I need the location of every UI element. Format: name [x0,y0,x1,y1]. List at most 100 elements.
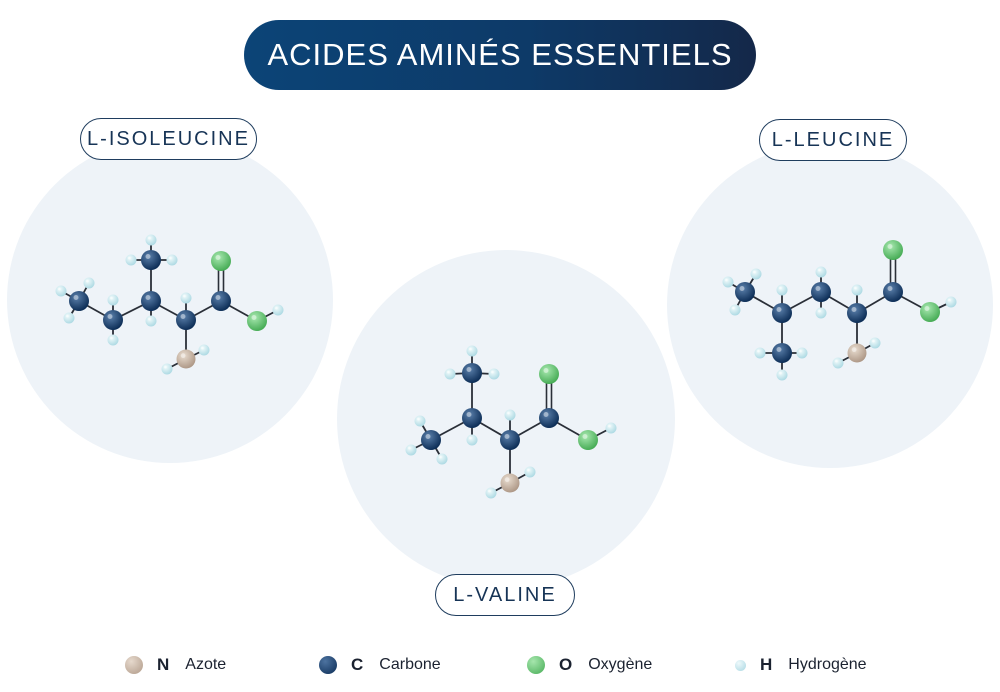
oxygen-atom-icon [527,656,545,674]
carbon-atom [141,291,161,311]
hydrogen-atom [83,277,95,289]
atom-highlight [582,434,588,439]
hydrogen-atom [145,315,157,327]
hydrogen-atom [55,285,67,297]
atom-highlight [109,296,113,300]
atom-highlight [180,314,186,319]
hydrogen-atom [145,234,157,246]
isoleucine-backdrop [7,137,333,463]
carbon-atom [462,363,482,383]
atom-highlight [163,365,167,369]
atom-highlight [851,347,857,353]
atom-highlight [731,306,735,310]
atom-highlight [274,306,278,310]
hydrogen-atom [414,415,426,427]
nitrogen-atom [847,343,867,363]
atom-highlight [446,370,450,374]
carbon-atom [772,303,792,323]
atom-highlight [416,417,420,421]
atom-highlight [466,367,472,372]
atom-highlight [526,468,530,472]
atom-highlight [215,295,221,300]
leucine-label: L-LEUCINE [759,119,907,161]
atom-highlight [724,278,728,282]
atom-highlight [251,315,257,320]
atom-highlight [490,370,494,374]
hydrogen-atom [776,284,788,296]
carbon-atom [176,310,196,330]
atom-highlight [778,286,782,290]
atom-highlight [127,256,131,260]
atom-highlight [468,436,472,440]
hydrogen-atom [466,434,478,446]
hydrogen-atom [180,292,192,304]
hydrogen-atom [166,254,178,266]
atom-highlight [425,434,431,439]
atom-highlight [200,346,204,350]
leucine-backdrop [667,142,993,468]
nitrogen-atom-icon [125,656,143,674]
atom-highlight [65,314,69,318]
hydrogen-atom [63,312,75,324]
atom-highlight [817,268,821,272]
valine-label: L-VALINE [435,574,575,616]
hydrogen-atom [815,266,827,278]
atom-highlight [145,295,151,300]
legend-hydrogen: H Hydrogène [735,652,867,678]
atom-highlight [109,336,113,340]
valine-backdrop [337,250,675,588]
carbon-atom-icon [319,656,337,674]
hydrogen-atom [869,337,881,349]
atom-highlight [778,371,782,375]
atom-highlight [466,412,472,417]
carbon-atom [462,408,482,428]
atom-highlight [739,286,745,291]
atom-highlight [407,446,411,450]
hydrogen-atom [815,307,827,319]
atom-highlight [776,307,782,312]
carbon-atom [103,310,123,330]
hydrogen-atom [466,345,478,357]
atom-highlight [73,295,79,300]
hydrogen-atom [107,334,119,346]
carbon-atom [811,282,831,302]
atom-highlight [924,306,930,311]
atom-highlight [887,244,893,249]
atom-highlight [871,339,875,343]
hydrogen-atom [405,444,417,456]
atom-highlight [834,359,838,363]
oxygen-atom [920,302,940,322]
atom-highlight [506,411,510,415]
hydrogen-atom [750,268,762,280]
atom-highlight [798,349,802,353]
atom-highlight [487,489,491,493]
hydrogen-atom [272,304,284,316]
hydrogen-atom [832,357,844,369]
atom-highlight [543,368,549,373]
atom-highlight [107,314,113,319]
hydrogen-atom-icon [735,659,746,671]
atom-highlight [85,279,89,283]
hydrogen-atom [945,296,957,308]
hydrogen-atom [524,466,536,478]
hydrogen-atom [444,368,456,380]
carbon-atom [847,303,867,323]
atom-highlight [504,434,510,439]
atom-highlight [543,412,549,417]
leucine-molecule [722,240,957,381]
hydrogen-atom [754,347,766,359]
atom-highlight [756,349,760,353]
atom-highlight [182,294,186,298]
carbon-atom [141,250,161,270]
atom-highlight [947,298,951,302]
hydrogen-atom [161,363,173,375]
atom-highlight [147,317,151,321]
oxygen-atom [539,364,559,384]
nitrogen-atom [500,473,520,493]
carbon-atom [69,291,89,311]
oxygen-atom [883,240,903,260]
legend-oxygen: O Oxygène [527,652,652,678]
atom-highlight [607,424,611,428]
hydrogen-atom [776,369,788,381]
